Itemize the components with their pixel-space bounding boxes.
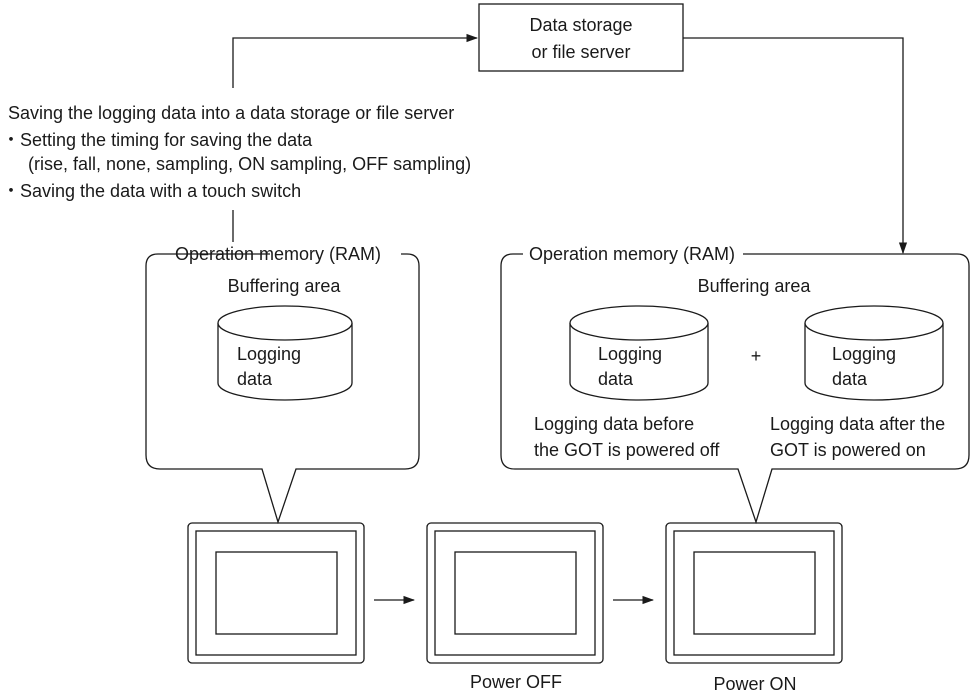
storage-line-2: or file server (531, 42, 630, 62)
left-buffering-area: Buffering area (228, 276, 342, 296)
left-cylinder-line-1: Logging (237, 344, 301, 364)
right-cylinder2-line-2: data (832, 369, 868, 389)
save-arrow (232, 33, 479, 88)
right-cylinder2-line-1: Logging (832, 344, 896, 364)
right-cylinder1-line-1: Logging (598, 344, 662, 364)
right-logging-cylinder-after: Logging data (804, 305, 944, 401)
storage-line-1: Data storage (529, 15, 632, 35)
power-on-label: Power ON (713, 674, 796, 694)
caption-before-line-1: Logging data before (534, 414, 694, 434)
right-memory-callout: Operation memory (RAM) Buffering area Lo… (500, 244, 970, 525)
power-off-label: Power OFF (470, 672, 562, 692)
saving-description: Saving the logging data into a data stor… (2, 103, 471, 201)
right-memory-title: Operation memory (RAM) (529, 244, 735, 264)
caption-after-line-2: GOT is powered on (770, 440, 926, 460)
right-cylinder1-line-2: data (598, 369, 634, 389)
left-memory-callout: Operation memory (RAM) Buffering area Lo… (145, 244, 420, 525)
saving-bullet-touch-switch: ・Saving the data with a touch switch (2, 181, 301, 201)
right-buffering-area: Buffering area (698, 276, 812, 296)
plus-sign: + (751, 346, 762, 366)
saving-bullet-timing-options: (rise, fall, none, sampling, ON sampling… (28, 154, 471, 174)
left-logging-cylinder: Logging data (217, 305, 353, 401)
data-storage-box: Data storage or file server (478, 3, 684, 72)
got-monitor-power-on (665, 522, 843, 664)
restore-arrow (683, 37, 908, 255)
right-logging-cylinder-before: Logging data (569, 305, 709, 401)
saving-bullet-timing: ・Setting the timing for saving the data (2, 130, 313, 150)
got-monitor-power-off (426, 522, 604, 664)
got-monitor-initial (187, 522, 365, 664)
caption-before-line-2: the GOT is powered off (534, 440, 720, 460)
caption-after-line-1: Logging data after the (770, 414, 945, 434)
left-memory-title: Operation memory (RAM) (175, 244, 381, 264)
left-cylinder-line-2: data (237, 369, 273, 389)
saving-title: Saving the logging data into a data stor… (8, 103, 454, 123)
